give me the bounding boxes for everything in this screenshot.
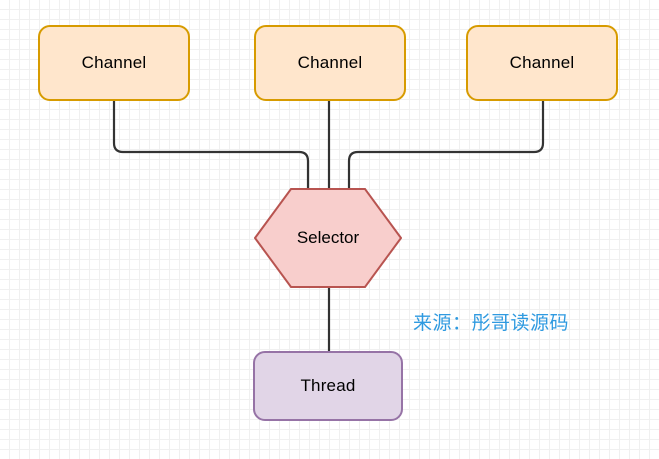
watermark-text: 来源：彤哥读源码 bbox=[413, 313, 570, 334]
node-selector-label: Selector bbox=[296, 228, 360, 247]
node-channel-left-label: Channel bbox=[81, 52, 147, 72]
edge-channel-right-selector bbox=[347, 101, 545, 190]
node-channel-left[interactable]: Channel bbox=[38, 25, 190, 101]
node-thread[interactable]: Thread bbox=[253, 351, 403, 421]
node-channel-right[interactable]: Channel bbox=[466, 25, 618, 101]
node-channel-center-label: Channel bbox=[297, 52, 363, 72]
node-channel-right-label: Channel bbox=[509, 52, 575, 72]
node-thread-label: Thread bbox=[300, 375, 356, 395]
node-selector[interactable]: Selector bbox=[254, 188, 402, 288]
node-channel-center[interactable]: Channel bbox=[254, 25, 406, 101]
edge-channel-left-selector bbox=[112, 101, 310, 190]
selector-hexagon-shape bbox=[254, 188, 402, 288]
